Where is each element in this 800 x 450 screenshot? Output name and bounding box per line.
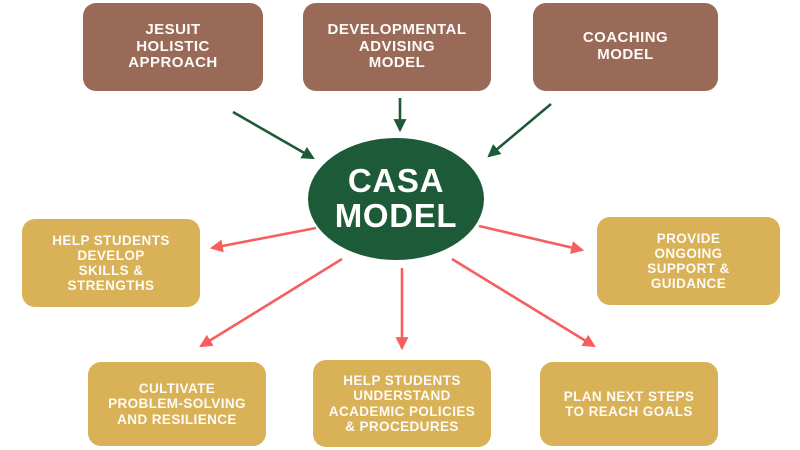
outcome-box-problem-solving-resilience: CULTIVATE PROBLEM-SOLVING AND RESILIENCE bbox=[88, 362, 266, 446]
arrow-casa-to-problem-solving bbox=[199, 257, 343, 348]
input-box-jesuit-holistic-approach: JESUIT HOLISTIC APPROACH bbox=[83, 3, 263, 91]
arrow-jesuit-to-casa bbox=[232, 110, 315, 160]
arrow-coaching-to-casa bbox=[487, 103, 552, 158]
arrow-casa-to-develop-skills bbox=[209, 226, 317, 253]
center-node-casa-model: CASA MODEL bbox=[308, 138, 484, 260]
arrow-casa-to-ongoing-support bbox=[478, 224, 585, 254]
input-box-developmental-advising-model: DEVELOPMENTAL ADVISING MODEL bbox=[303, 3, 491, 91]
outcome-box-academic-policies-procedures: HELP STUDENTS UNDERSTAND ACADEMIC POLICI… bbox=[313, 360, 491, 447]
input-box-coaching-model: COACHING MODEL bbox=[533, 3, 718, 91]
arrow-casa-to-next-steps bbox=[451, 257, 596, 348]
outcome-box-ongoing-support-guidance: PROVIDE ONGOING SUPPORT & GUIDANCE bbox=[597, 217, 780, 305]
outcome-box-develop-skills-strengths: HELP STUDENTS DEVELOP SKILLS & STRENGTHS bbox=[22, 219, 200, 307]
outcome-box-plan-next-steps: PLAN NEXT STEPS TO REACH GOALS bbox=[540, 362, 718, 446]
